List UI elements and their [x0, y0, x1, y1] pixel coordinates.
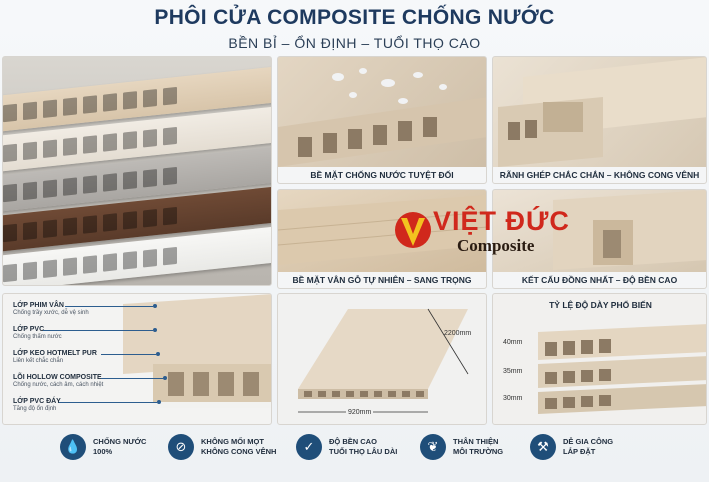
feature-4-line2: MÔI TRƯỜNG	[453, 447, 504, 456]
surface-caption: BỀ MẶT CHỐNG NƯỚC TUYỆT ĐỐI	[278, 167, 486, 183]
thickness-title: TỶ LỆ ĐỘ DÀY PHỔ BIẾN	[549, 300, 652, 310]
feature-4-line1: THÂN THIỆN	[453, 437, 499, 446]
shield-check-icon: ✓	[296, 434, 322, 460]
board-stack-photo	[2, 56, 272, 286]
tools-icon: ⚒	[530, 434, 556, 460]
layer-3-desc: Liên kết chắc chắn	[13, 358, 64, 364]
feature-3-line1: ĐỘ BỀN CAO	[329, 437, 377, 446]
layer-1-desc: Chống trầy xước, dễ vệ sinh	[13, 310, 89, 316]
layer-3-name: LỚP KEO HOTMELT PUR	[13, 350, 97, 357]
dimension-diagram: 2200mm 920mm	[277, 293, 487, 425]
structure-photo: KẾT CẤU ĐỒNG NHẤT – ĐỘ BỀN CAO	[492, 189, 707, 289]
thickness-stack-illustration	[538, 324, 706, 414]
page-title: PHÔI CỬA COMPOSITE CHỐNG NƯỚC	[154, 6, 555, 29]
wood-board-illustration	[278, 195, 486, 265]
thickness-diagram: TỶ LỆ ĐỘ DÀY PHỔ BIẾN 40mm 35mm 30mm	[492, 293, 707, 425]
no-termite-icon: ⊘	[168, 434, 194, 460]
structure-caption: KẾT CẤU ĐỒNG NHẤT – ĐỘ BỀN CAO	[493, 272, 706, 288]
water-droplets-illustration	[278, 68, 486, 167]
layer-5-desc: Tăng độ ổn định	[13, 406, 57, 412]
thickness-35: 35mm	[503, 368, 523, 375]
wood-grain-photo: BỀ MẶT VÂN GỖ TỰ NHIÊN – SANG TRỌNG	[277, 189, 487, 289]
feature-1-line2: 100%	[93, 447, 113, 456]
layer-2-name: LỚP PVC	[13, 326, 45, 333]
joint-photo: RÃNH GHÉP CHẮC CHẮN – KHÔNG CONG VÊNH	[492, 56, 707, 184]
feature-2-line2: KHÔNG CONG VÊNH	[201, 447, 277, 456]
layer-2-desc: Chống thấm nước	[13, 334, 62, 340]
width-label: 920mm	[346, 409, 374, 416]
door-blank-illustration	[298, 308, 469, 413]
length-label: 2200mm	[444, 330, 472, 337]
logo-brand-text: VIỆT ĐỨC	[433, 206, 570, 236]
feature-2-line1: KHÔNG MỐI MỌT	[201, 437, 264, 446]
feature-5-line2: LẮP ĐẶT	[563, 447, 596, 456]
joint-caption: RÃNH GHÉP CHẮC CHẮN – KHÔNG CONG VÊNH	[493, 167, 706, 183]
page-subtitle: BỀN BỈ – ỔN ĐỊNH – TUỔI THỌ CAO	[228, 35, 481, 51]
feature-5-line1: DỄ GIA CÔNG	[563, 437, 614, 446]
brand-logo: VIỆT ĐỨC Composite	[393, 206, 578, 260]
tongue-groove-illustration	[498, 57, 706, 167]
wood-caption: BỀ MẶT VÂN GỖ TỰ NHIÊN – SANG TRỌNG	[278, 272, 486, 288]
logo-sub-text: Composite	[457, 236, 535, 255]
block-structure-illustration	[553, 190, 706, 270]
feature-1-line1: CHỐNG NƯỚC	[93, 437, 147, 446]
layer-4-name: LÕI HOLLOW COMPOSITE	[13, 374, 102, 381]
layer-5-name: LỚP PVC ĐÁY	[13, 398, 61, 405]
feature-3-line2: TUỔI THỌ LÂU DÀI	[329, 447, 398, 456]
water-drop-icon: 💧	[60, 434, 86, 460]
thickness-40: 40mm	[503, 339, 523, 346]
layer-cutaway-illustration	[123, 294, 271, 408]
logo-v-icon	[395, 212, 431, 248]
leaf-icon: ❦	[420, 434, 446, 460]
layer-4-desc: Chống nước, cách âm, cách nhiệt	[13, 382, 104, 388]
water-surface-photo: BỀ MẶT CHỐNG NƯỚC TUYỆT ĐỐI	[277, 56, 487, 184]
thickness-30: 30mm	[503, 395, 523, 402]
layer-1-name: LỚP PHIM VÂN	[13, 302, 64, 309]
